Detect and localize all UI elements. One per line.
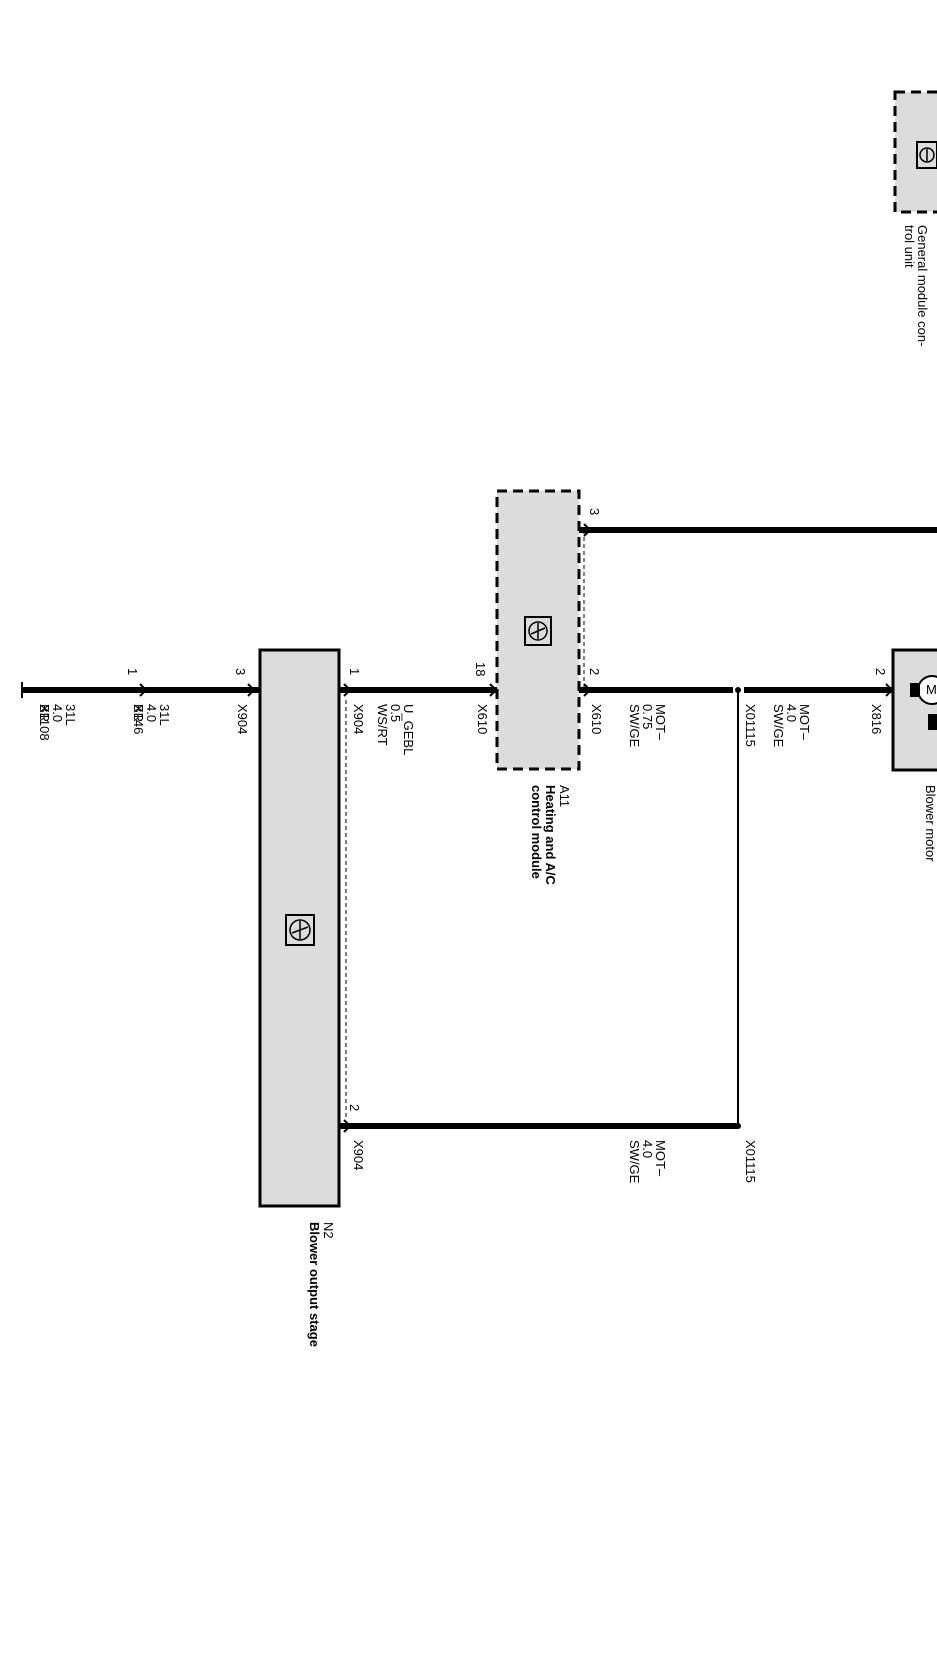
pin-number: 3 [233,668,248,675]
connector-x1108: X1108 [37,704,52,741]
wire-size: 4.0 [144,704,159,722]
module-symbol-icon [285,914,315,946]
wire-name: 31L [157,704,172,726]
wire-name: MOT– [653,704,668,741]
pin-number: 1 [125,668,140,675]
wire-color: BR [131,704,146,722]
splice-dot [735,687,741,693]
wire-size: 0.5 [388,704,403,722]
connector-x146: X146 [131,704,146,734]
wire-size: 4.0 [50,704,65,722]
pin-number: 2 [347,1104,362,1111]
wire-size: 0.75 [640,704,655,729]
module-symbol-icon [916,141,937,169]
wire-name: 31L [63,704,78,726]
connector-x01115: X01115 [743,704,758,747]
pin-number: 18 [473,662,488,676]
motor-symbol-icon: M [910,675,937,730]
blower-stage-id: N2 [321,1222,336,1239]
general-module-subtitle: trol unit [902,225,917,268]
wire-color: BR [37,704,52,722]
svg-text:M: M [926,682,937,697]
module-symbol-icon [524,616,552,646]
connector-x904: X904 [351,704,366,734]
connector-x610: X610 [475,704,490,734]
blower-motor-title: Blower motor [923,785,937,862]
splice-dot [735,1123,741,1129]
heating-ac-subtitle: control module [529,785,544,879]
connector-x904: X904 [235,704,250,734]
blower-motor-box[interactable] [891,648,937,772]
connector-chevron-icon [139,523,894,1133]
wire-color: SW/GE [771,704,786,748]
blower-stage-title: Blower output stage [307,1222,322,1347]
pin-number: 3 [587,508,602,515]
connector-x816: X816 [869,704,884,734]
wire-color: SW/GE [627,1140,642,1184]
blower-output-stage-box[interactable] [258,648,341,1208]
wire-name: U_GEBL [401,704,416,755]
heating-ac-title: Heating and A/C [543,785,558,886]
wire-name: MOT– [653,1140,668,1177]
wire-size: 4.0 [784,704,799,722]
wire-color: SW/GE [627,704,642,748]
pin-number: 2 [873,668,888,675]
connector-x610: X610 [589,704,604,734]
connector-x904: X904 [351,1140,366,1170]
heating-ac-id: A11 [557,785,572,807]
pin-number: 1 [347,668,362,675]
general-module-title: General module con- [915,225,930,346]
wire-size: 4.0 [640,1140,655,1158]
wire-name: MOT– [797,704,812,741]
pin-number: 2 [587,668,602,675]
connector-x01115: X01115 [743,1140,758,1183]
wire-color: WS/RT [375,704,390,746]
